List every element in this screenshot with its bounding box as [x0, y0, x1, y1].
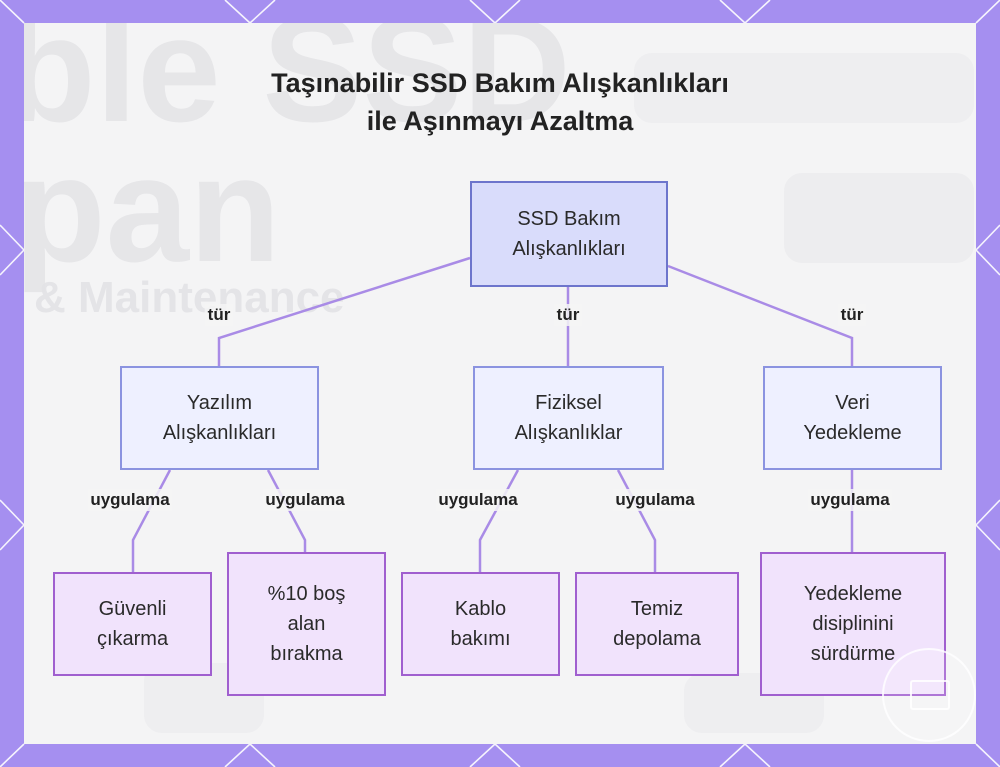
node-line: Kablo: [454, 598, 507, 620]
node-line: sürdürme: [810, 643, 896, 665]
node-line: Alışkanlıklar: [514, 422, 623, 444]
node-line: Yedekleme: [803, 422, 902, 444]
node-line: Alışkanlıkları: [512, 238, 626, 260]
node-line: Veri: [835, 392, 870, 414]
edge-software-safe-eject: [131, 469, 172, 573]
node-line: çıkarma: [96, 628, 169, 650]
background-ghost-art: pan: [24, 125, 281, 293]
node-line: Yazılım: [186, 392, 253, 414]
background-ghost-art: [784, 173, 974, 263]
edge-label-apply: uygulama: [435, 489, 521, 511]
edge-label-type: tür: [553, 304, 583, 326]
node-clean-storage: Temiz depolama: [575, 572, 739, 676]
edge-physical-cable: [478, 469, 520, 573]
edge-physical-clean: [616, 469, 657, 573]
node-software-habits: Yazılım Alışkanlıkları: [120, 366, 319, 470]
node-free-space: %10 boş alan bırakma: [227, 552, 386, 696]
node-cable-care: Kablo bakımı: [401, 572, 560, 676]
edge-label-apply: uygulama: [262, 489, 348, 511]
edge-label-apply: uygulama: [87, 489, 173, 511]
watermark-icon: [910, 680, 950, 710]
edge-software-free-space: [266, 469, 307, 553]
node-line: depolama: [613, 628, 701, 650]
node-line: disiplinini: [812, 613, 894, 635]
title-line-1: Taşınabilir SSD Bakım Alışkanlıkları: [271, 68, 729, 98]
node-line: Alışkanlıkları: [162, 422, 277, 444]
node-safe-eject: Güvenli çıkarma: [53, 572, 212, 676]
node-data-backup: Veri Yedekleme: [763, 366, 942, 470]
node-line: Güvenli: [98, 598, 167, 620]
edge-root-software: [217, 256, 471, 368]
node-line: bırakma: [270, 643, 343, 665]
node-line: Temiz: [630, 598, 684, 620]
node-line: %10 boş: [267, 583, 346, 605]
node-line: bakımı: [450, 628, 511, 650]
background-ghost-art: [634, 53, 974, 123]
node-line: SSD Bakım: [517, 208, 621, 230]
edge-label-type: tür: [204, 304, 234, 326]
diagram-title: Taşınabilir SSD Bakım Alışkanlıkları ile…: [0, 64, 1000, 140]
node-line: Yedekleme: [803, 583, 903, 605]
edge-label-apply: uygulama: [807, 489, 893, 511]
watermark-badge: [882, 648, 976, 742]
node-physical-habits: Fiziksel Alışkanlıklar: [473, 366, 664, 470]
node-line: alan: [287, 613, 326, 635]
edge-label-apply: uygulama: [612, 489, 698, 511]
node-line: Fiziksel: [535, 392, 602, 414]
edge-label-type: tür: [837, 304, 867, 326]
edge-root-backup: [667, 264, 854, 368]
background-ghost-art: ble SSD: [24, 23, 571, 153]
title-line-2: ile Aşınmayı Azaltma: [366, 106, 634, 136]
node-ssd-maintenance-habits: SSD Bakım Alışkanlıkları: [470, 181, 668, 287]
